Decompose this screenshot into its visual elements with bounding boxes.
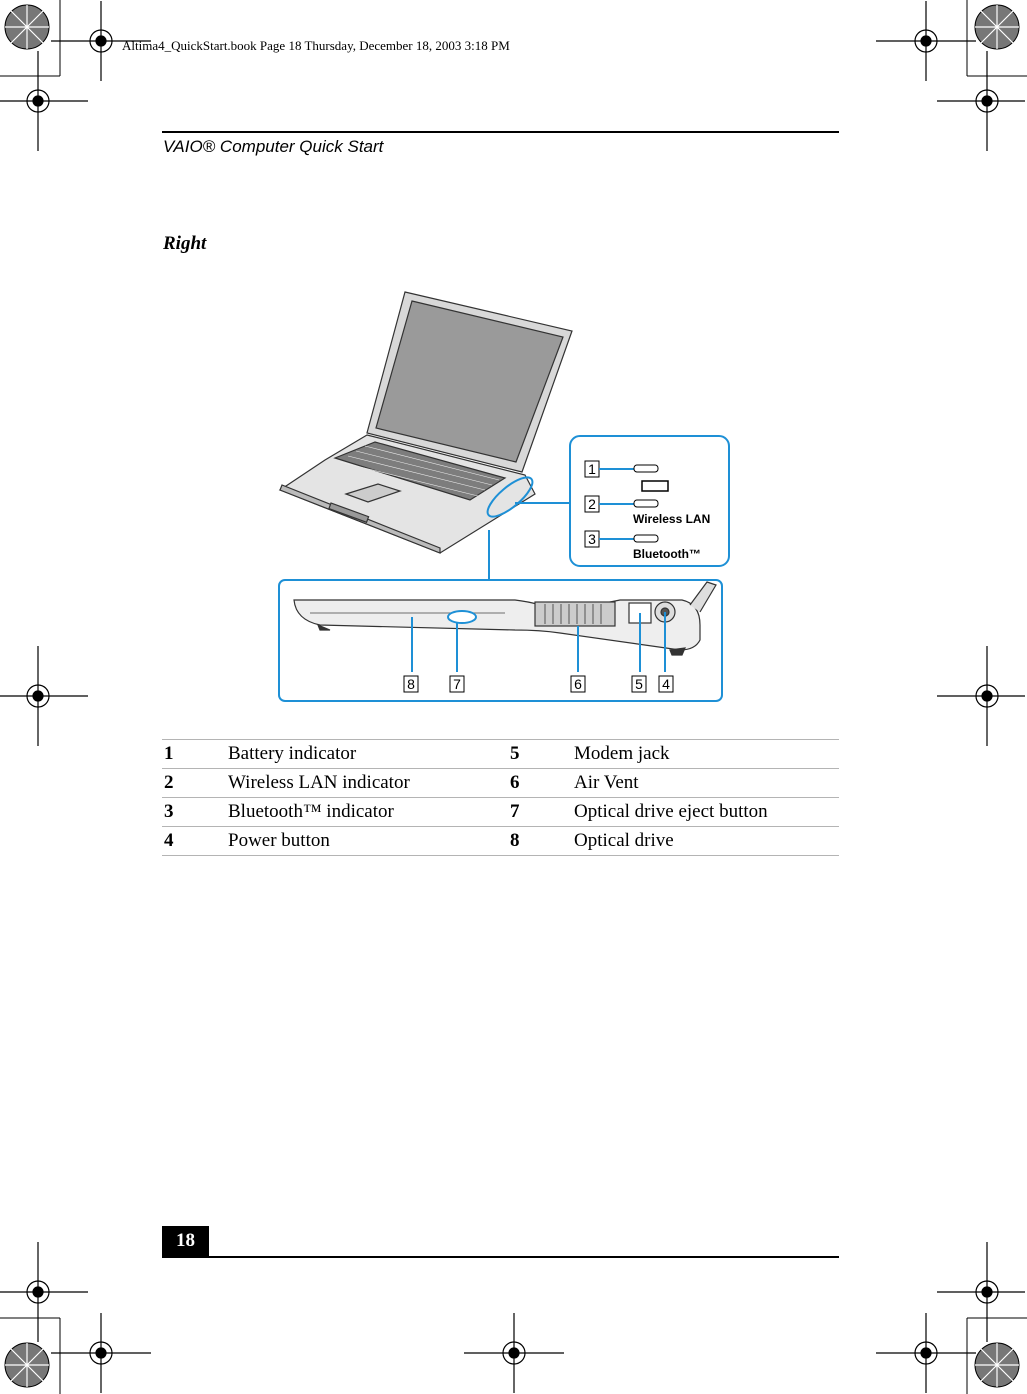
callout-8: 8 xyxy=(403,675,419,693)
legend-number: 1 xyxy=(162,739,228,769)
callout-5: 5 xyxy=(631,675,647,693)
callout-lines xyxy=(488,502,570,580)
legend-number: 2 xyxy=(162,768,228,798)
svg-text:8: 8 xyxy=(407,676,415,692)
indicator-callouts: 1 2 Wireless LAN 3 Bluetooth™ xyxy=(584,460,710,561)
legend-number: 4 xyxy=(162,826,228,856)
svg-text:2: 2 xyxy=(588,496,596,512)
svg-text:1: 1 xyxy=(588,461,596,477)
legend-text: Wireless LAN indicator xyxy=(228,768,508,798)
svg-text:7: 7 xyxy=(453,676,461,692)
callout-2: 2 Wireless LAN xyxy=(584,495,710,526)
running-header: VAIO® Computer Quick Start xyxy=(163,137,384,156)
legend-number: 7 xyxy=(508,797,574,827)
callout-7: 7 xyxy=(449,675,465,693)
svg-text:5: 5 xyxy=(635,676,643,692)
laptop-illustration xyxy=(278,291,573,554)
legend-text: Optical drive eject button xyxy=(574,797,839,827)
section-title: Right xyxy=(163,233,207,254)
legend-text: Power button xyxy=(228,826,508,856)
side-callouts: 8 7 6 5 4 xyxy=(403,675,674,693)
table-row: 3 Bluetooth™ indicator 7 Optical drive e… xyxy=(162,797,839,827)
callout-6: 6 xyxy=(570,675,586,693)
header-rule xyxy=(162,131,839,133)
footer-rule xyxy=(162,1256,839,1258)
wireless-lan-label: Wireless LAN xyxy=(633,512,710,526)
bluetooth-label: Bluetooth™ xyxy=(633,547,701,561)
callout-1: 1 xyxy=(584,460,669,492)
table-row: 2 Wireless LAN indicator 6 Air Vent xyxy=(162,768,839,798)
callout-4: 4 xyxy=(658,675,674,693)
callout-3: 3 Bluetooth™ xyxy=(584,530,701,561)
table-row: 4 Power button 8 Optical drive xyxy=(162,826,839,856)
legend-number: 8 xyxy=(508,826,574,856)
legend-table: 1 Battery indicator 5 Modem jack 2 Wirel… xyxy=(162,739,839,856)
side-callout-lines xyxy=(411,612,666,672)
legend-text: Air Vent xyxy=(574,768,839,798)
page-number: 18 xyxy=(176,1230,195,1251)
legend-text: Battery indicator xyxy=(228,739,508,769)
print-slug: Altima4_QuickStart.book Page 18 Thursday… xyxy=(122,38,510,53)
legend-text: Bluetooth™ indicator xyxy=(228,797,508,827)
laptop-right-side-figure: 1 2 Wireless LAN 3 Bluetooth™ xyxy=(278,291,730,702)
svg-text:6: 6 xyxy=(574,676,582,692)
svg-text:4: 4 xyxy=(662,676,670,692)
battery-icon xyxy=(641,480,669,492)
legend-number: 3 xyxy=(162,797,228,827)
legend-text: Optical drive xyxy=(574,826,839,856)
legend-number: 6 xyxy=(508,768,574,798)
svg-text:3: 3 xyxy=(588,531,596,547)
page-number-box xyxy=(162,1226,209,1258)
legend-text: Modem jack xyxy=(574,739,839,769)
table-row: 1 Battery indicator 5 Modem jack xyxy=(162,739,839,769)
registration-target-icon xyxy=(4,4,1020,1388)
legend-number: 5 xyxy=(508,739,574,769)
